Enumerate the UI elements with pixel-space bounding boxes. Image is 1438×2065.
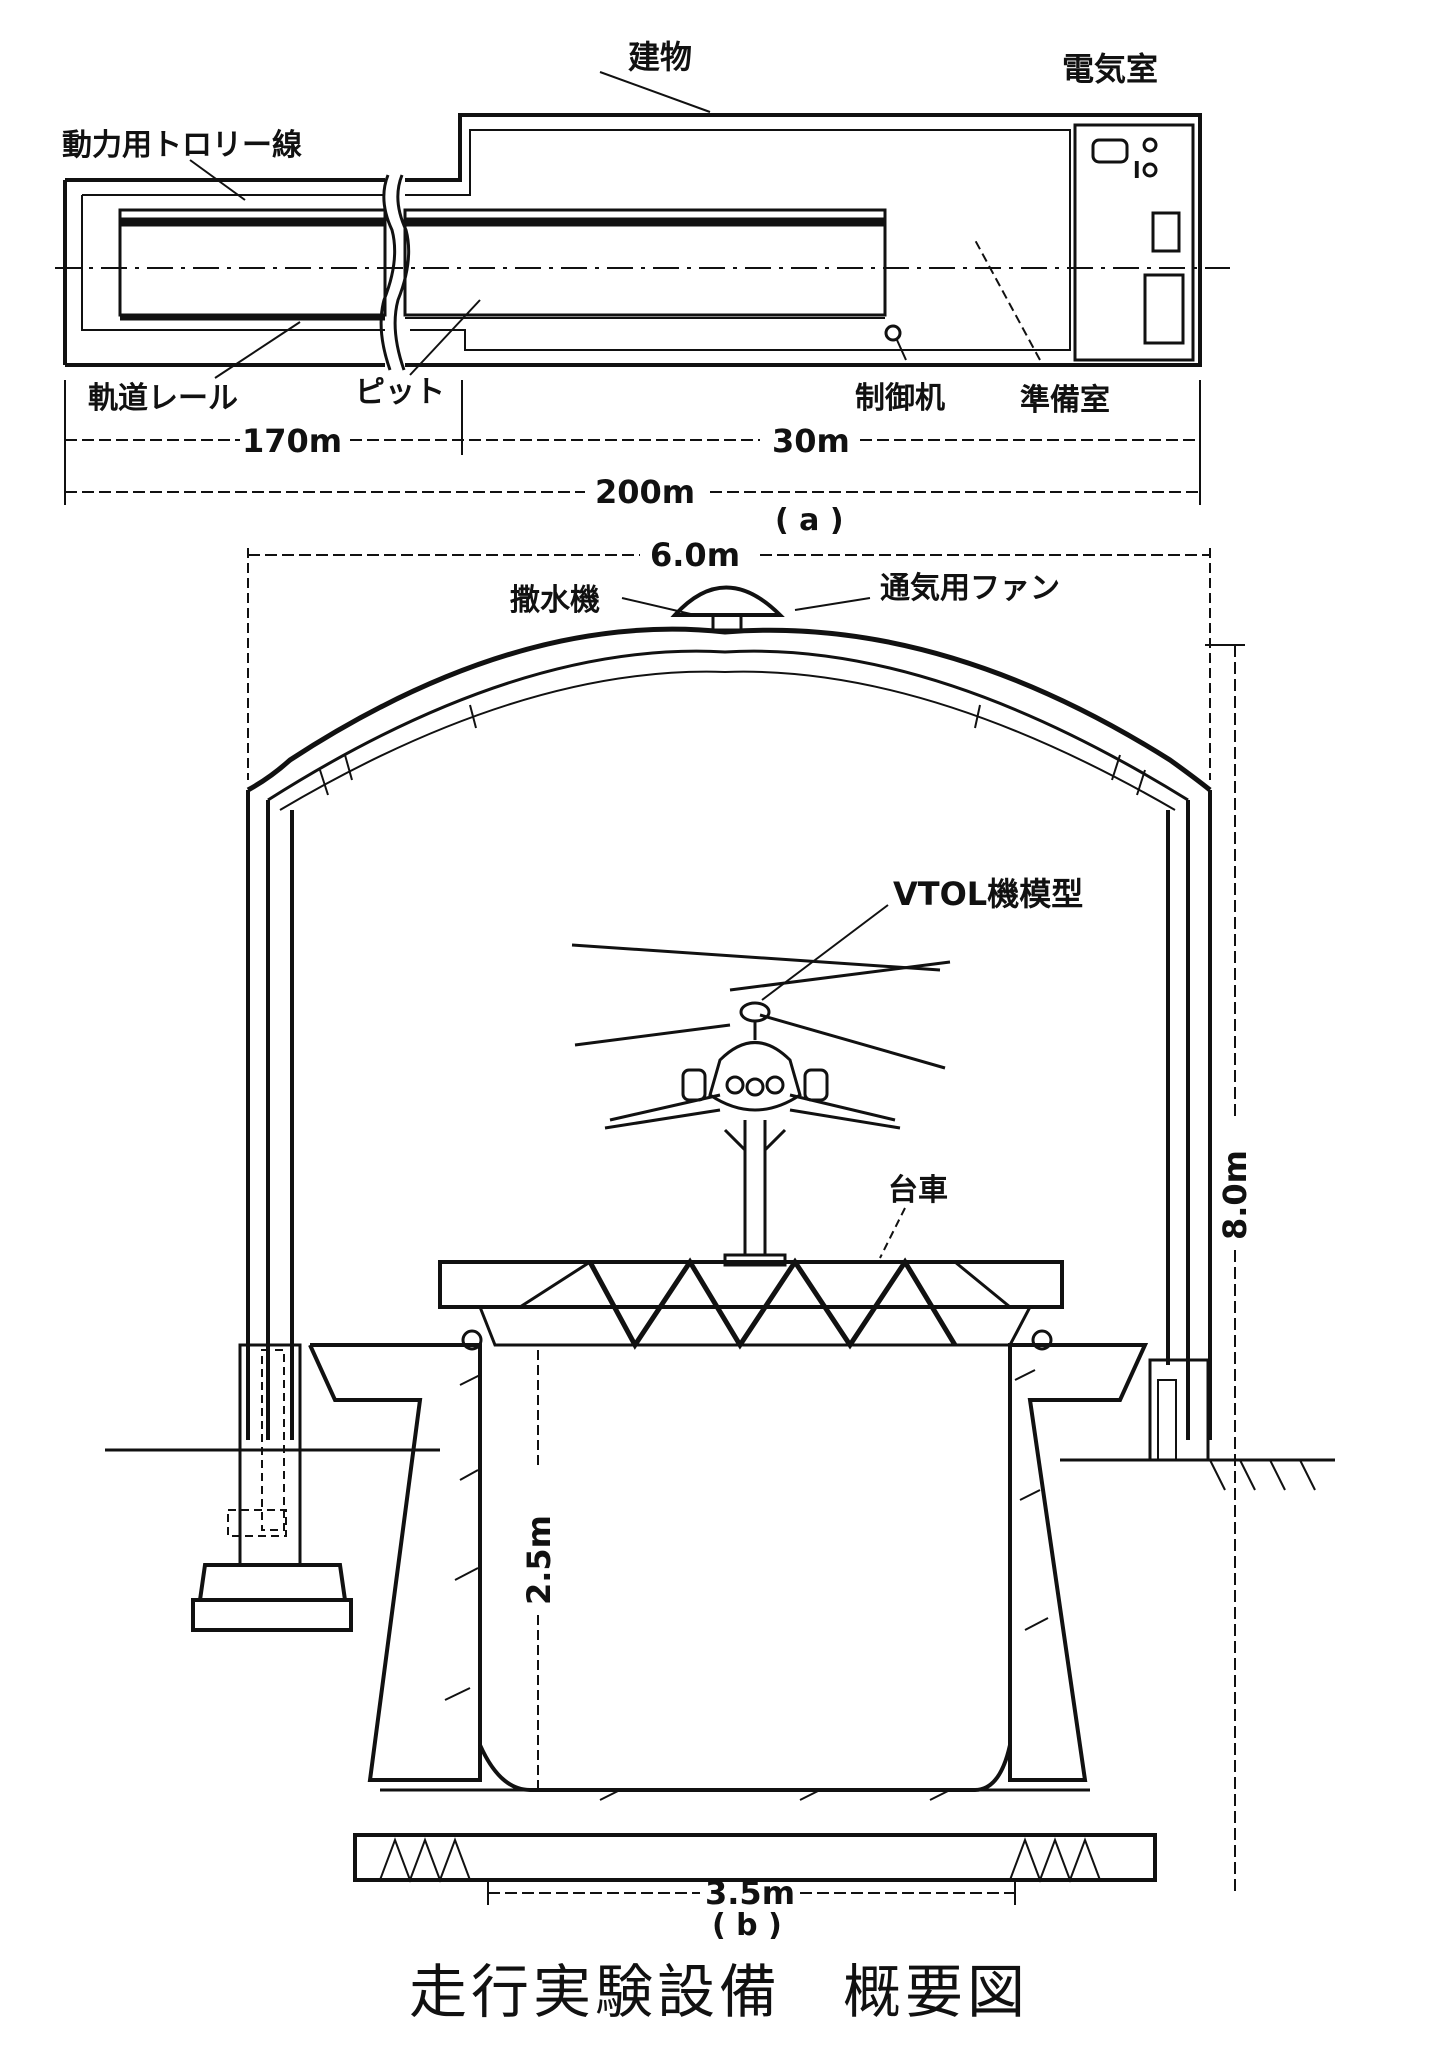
plan-view: l xyxy=(55,71,1230,505)
figure-caption: 走行実験設備 概要図 xyxy=(408,1958,1029,2026)
section-view xyxy=(105,548,1335,1905)
left-wall xyxy=(246,790,294,1440)
label-electrical-room: 電気室 xyxy=(1062,50,1158,88)
label-trolley-wire: 動力用トロリー線 xyxy=(62,128,302,163)
dim-3-5m: 3.5m xyxy=(705,1874,795,1912)
label-pit: ピット xyxy=(355,375,445,410)
label-preparation-room: 準備室 xyxy=(1020,383,1110,418)
svg-text:l: l xyxy=(1133,159,1141,184)
dim-2-5m: 2.5m xyxy=(520,1515,558,1605)
building-outline xyxy=(65,113,1202,367)
label-carriage: 台車 xyxy=(888,1173,948,1208)
dim-6-0m: 6.0m xyxy=(650,536,740,574)
right-wall xyxy=(1166,790,1212,1440)
trench-left xyxy=(308,1343,482,1782)
label-control-unit: 制御机 xyxy=(855,381,945,416)
carriage-truss xyxy=(438,1260,1064,1309)
label-building: 建物 xyxy=(628,38,692,76)
trench-right xyxy=(1008,1343,1149,1782)
label-track-rail: 軌道レール xyxy=(88,381,238,416)
control-unit-symbol xyxy=(884,324,902,342)
dim-30m: 30m xyxy=(772,422,850,460)
dim-170m: 170m xyxy=(242,422,342,460)
dim-8-0m: 8.0m xyxy=(1216,1150,1254,1240)
label-vtol-model: VTOL機模型 xyxy=(893,875,1083,913)
vtol-model-drawing xyxy=(571,943,951,1267)
foundation-slab xyxy=(353,1833,1157,1882)
sub-label-b: ( b ) xyxy=(712,1908,782,1943)
track-band xyxy=(118,208,387,317)
ventilation-fan xyxy=(670,585,785,617)
label-ventilation-fan: 通気用ファン xyxy=(880,571,1060,606)
arch-roof xyxy=(246,626,1212,793)
electrical-room xyxy=(1073,123,1195,362)
pit-floor xyxy=(478,1744,1012,1792)
dim-200m: 200m xyxy=(595,473,695,511)
label-water-sprinkler: 撒水機 xyxy=(510,583,600,618)
sub-label-a: ( a ) xyxy=(775,503,844,538)
